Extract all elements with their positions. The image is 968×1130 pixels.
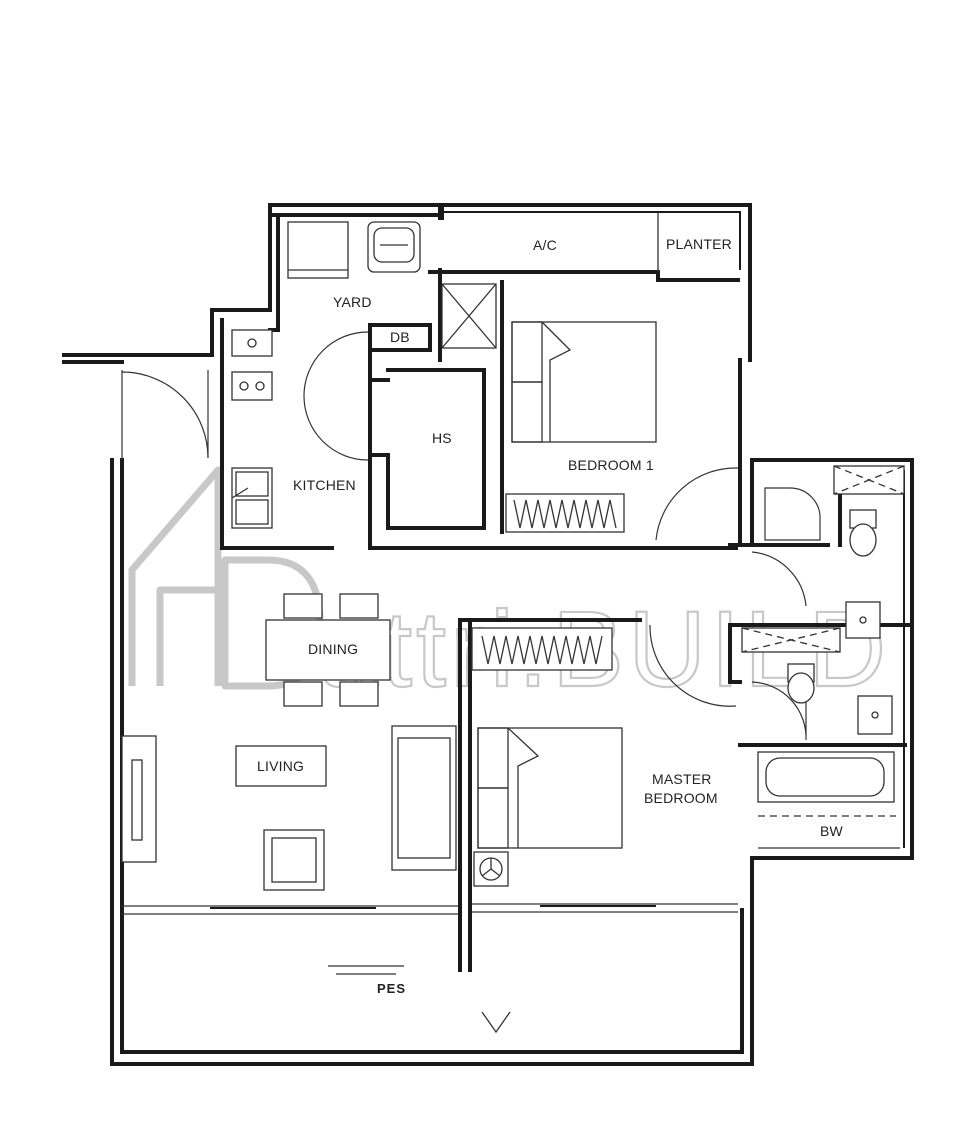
room-label-db: DB <box>390 329 410 345</box>
room-label-hs: HS <box>432 430 452 446</box>
room-label-bedroom1: BEDROOM 1 <box>568 457 654 473</box>
bedroom1-fixtures <box>441 283 657 533</box>
room-label-master-line2: BEDROOM <box>644 790 718 806</box>
armchair-icon <box>263 829 325 891</box>
room-labels: A/C PLANTER YARD DB HS KITCHEN BEDROOM 1… <box>257 236 844 996</box>
room-label-living: LIVING <box>257 758 304 774</box>
room-label-bw: BW <box>820 823 844 839</box>
bathtub-icon <box>757 751 895 803</box>
wardrobe2-icon <box>471 627 613 671</box>
room-label-yard: YARD <box>333 294 372 310</box>
bathroom-fixtures <box>741 465 905 849</box>
room-label-master-line1: MASTER <box>652 771 712 787</box>
dining-table-icon <box>265 619 391 681</box>
sofa-icon <box>391 725 457 871</box>
kitchen-sink-icon <box>231 467 273 529</box>
room-label-kitchen: KITCHEN <box>293 477 356 493</box>
hob-icon <box>231 371 273 401</box>
room-label-planter: PLANTER <box>666 236 732 252</box>
washing-machine-icon <box>367 221 421 273</box>
coffee-table-icon <box>235 745 327 787</box>
basin1-icon <box>845 601 881 639</box>
master-fixtures <box>471 627 623 887</box>
bath1-door <box>751 551 807 607</box>
room-label-ac: A/C <box>533 237 557 253</box>
doors <box>121 331 821 741</box>
basin2-icon <box>857 695 893 735</box>
kitchen-door <box>303 331 369 461</box>
stove-icon <box>231 329 273 357</box>
master-door <box>649 624 737 707</box>
bedroom1-door <box>655 467 739 541</box>
tv-console-icon <box>121 735 157 863</box>
living-furniture <box>121 593 457 891</box>
room-label-pes: PES <box>377 981 406 996</box>
main-door <box>121 370 209 460</box>
shower1-door <box>764 487 821 541</box>
pes-marks <box>328 965 511 1034</box>
bath2-door <box>751 681 807 741</box>
yard-fixtures <box>231 212 659 529</box>
room-label-dining: DINING <box>308 641 358 657</box>
